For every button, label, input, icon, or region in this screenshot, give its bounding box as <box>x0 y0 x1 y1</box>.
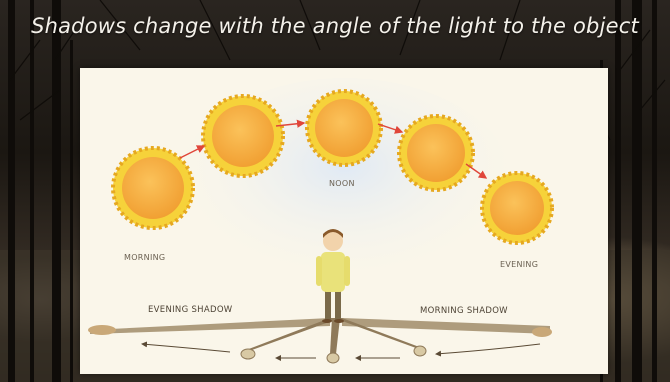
shadow-movement-arrows <box>142 344 540 358</box>
evening-shadow-label: EVENING SHADOW <box>148 305 233 315</box>
shadow-head <box>532 327 552 337</box>
noon-label: NOON <box>329 179 355 188</box>
ground-shadows <box>88 318 552 363</box>
shadow-ray <box>330 318 340 354</box>
diagram-canvas <box>80 68 608 374</box>
sun-afternoon <box>399 116 473 190</box>
sun-evening <box>482 173 552 243</box>
shadow-arrow <box>436 344 540 354</box>
sun-mid-morning <box>203 96 283 176</box>
shadow-head <box>88 325 116 335</box>
evening-label: EVENING <box>500 260 538 269</box>
evening-shadow-shape <box>90 318 330 334</box>
slide-title: Shadows change with the angle of the lig… <box>0 14 670 38</box>
shadow-head <box>241 349 255 359</box>
morning-label: MORNING <box>124 253 165 262</box>
shadow-arrow <box>142 344 230 352</box>
sun-noon <box>307 91 381 165</box>
shadow-head <box>414 346 426 356</box>
shadow-head <box>327 353 339 363</box>
sun-morning <box>113 148 193 228</box>
morning-shadow-label: MORNING SHADOW <box>420 306 508 316</box>
sun-shadow-illustration: MORNING NOON EVENING EVENING SHADOW MORN… <box>80 68 608 374</box>
